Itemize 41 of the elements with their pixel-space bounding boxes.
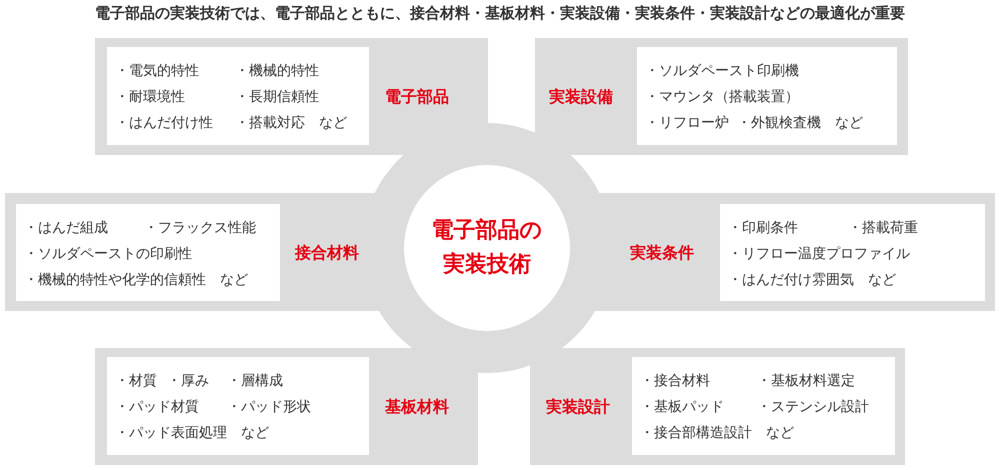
category-heading: 実装設備 <box>549 87 613 107</box>
list-item: ・搭載対応 など <box>235 114 347 132</box>
list-item: ・厚み <box>167 372 209 390</box>
category-heading: 基板材料 <box>385 397 449 417</box>
list-item: ・長期信頼性 <box>235 88 319 106</box>
category-panel <box>535 38 908 155</box>
list-item: ・はんだ付け性 <box>115 114 213 132</box>
list-item: ・はんだ組成 <box>24 219 108 237</box>
list-item: ・リフロー炉 <box>645 114 729 132</box>
list-item: ・マウンタ（搭載装置） <box>645 88 799 106</box>
list-item: ・はんだ付け雰囲気 など <box>728 271 896 289</box>
list-item: ・層構成 <box>227 372 283 390</box>
list-item: ・電気的特性 <box>115 62 199 80</box>
list-item: ・搭載荷重 <box>848 219 918 237</box>
list-item: ・パッド表面処理 など <box>115 424 269 442</box>
list-item: ・基板パッド <box>640 398 724 416</box>
list-item: ・材質 <box>115 372 157 390</box>
center-title: 電子部品の実装技術 <box>430 217 544 279</box>
category-panel <box>530 348 905 465</box>
list-item: ・接合材料 <box>640 372 710 390</box>
list-item: ・基板材料選定 <box>757 372 855 390</box>
list-item: ・パッド材質 <box>115 398 199 416</box>
category-panel <box>95 38 488 155</box>
list-item: ・フラックス性能 <box>144 219 256 237</box>
list-item: ・印刷条件 <box>728 219 798 237</box>
category-heading: 接合材料 <box>295 243 359 263</box>
title: 電子部品の実装技術では、電子部品とともに、接合材料・基板材料・実装設備・実装条件・実装設計などの最適化が重要 <box>94 4 906 23</box>
list-item: ・機械的特性や化学的信頼性 など <box>24 271 248 289</box>
list-item: ・機械的特性 <box>235 62 319 80</box>
category-panel <box>95 348 478 465</box>
list-item: ・接合部構造設計 など <box>640 424 794 442</box>
category-heading: 実装条件 <box>630 243 694 263</box>
list-item: ・外観検査機 など <box>737 114 863 132</box>
list-item: ・リフロー温度プロファイル <box>728 245 910 263</box>
category-heading: 実装設計 <box>546 397 610 417</box>
list-item: ・パッド形状 <box>227 398 311 416</box>
list-item: ・ソルダペーストの印刷性 <box>24 245 192 263</box>
category-heading: 電子部品 <box>385 87 449 107</box>
list-item: ・ソルダペースト印刷機 <box>645 62 799 80</box>
list-item: ・耐環境性 <box>115 88 185 106</box>
list-item: ・ステンシル設計 <box>757 398 869 416</box>
